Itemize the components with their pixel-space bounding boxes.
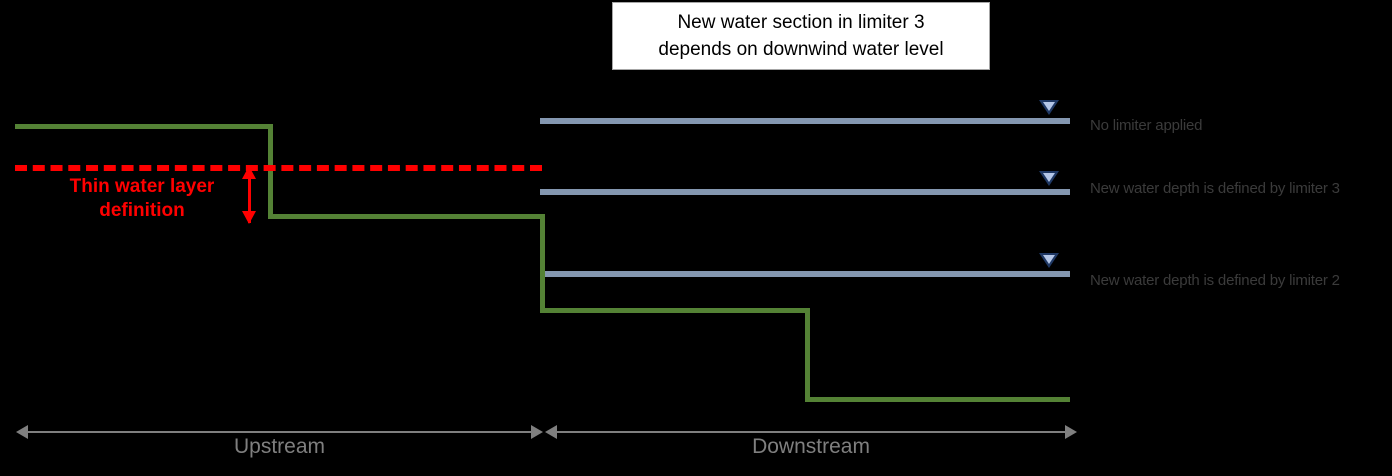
water-level-marker-icon-3 xyxy=(1039,253,1059,268)
water-level-marker-icon-1 xyxy=(1039,100,1059,115)
bed-segment-downstream-low xyxy=(805,397,1070,402)
bed-step-1 xyxy=(268,124,273,219)
thin-water-layer-dashed-line xyxy=(15,165,542,171)
waterline-label-limiter-2: New water depth is defined by limiter 2 xyxy=(1090,272,1340,289)
arrow-head-down-icon xyxy=(242,211,256,224)
axis-arrow-right-icon xyxy=(531,425,543,439)
callout-line-1: New water section in limiter 3 xyxy=(677,12,925,33)
waterline-limiter-2 xyxy=(540,271,1070,277)
arrow-head-up-icon xyxy=(242,166,256,179)
axis-label-upstream: Upstream xyxy=(233,435,326,458)
upstream-extent-axis xyxy=(16,425,543,439)
thin-caption-line-1: Thin water layer xyxy=(69,176,215,197)
axis-label-downstream: Downstream xyxy=(752,435,870,458)
thin-water-layer-caption: Thin water layer definition xyxy=(42,175,242,223)
bed-segment-upstream-lower xyxy=(268,214,545,219)
bed-step-3 xyxy=(805,308,810,402)
callout-line-2: depends on downwind water level xyxy=(658,39,944,60)
axis-arrow-right-icon-2 xyxy=(1065,425,1077,439)
waterline-no-limiter xyxy=(540,118,1070,124)
axis-arrow-left-icon-2 xyxy=(545,425,557,439)
thin-caption-line-2: definition xyxy=(99,200,185,221)
axis-arrow-left-icon xyxy=(16,425,28,439)
callout-textbox: New water section in limiter 3 depends o… xyxy=(612,2,990,70)
waterline-label-limiter-3: New water depth is defined by limiter 3 xyxy=(1090,180,1340,197)
waterline-limiter-3 xyxy=(540,189,1070,195)
bed-step-2 xyxy=(540,214,545,313)
downstream-extent-axis xyxy=(545,425,1077,439)
water-level-marker-icon-2 xyxy=(1039,171,1059,186)
waterline-label-no-limiter: No limiter applied xyxy=(1090,117,1203,134)
bed-segment-upstream-top xyxy=(15,124,273,129)
bed-segment-downstream-mid xyxy=(540,308,810,313)
thin-layer-depth-arrow xyxy=(242,166,256,224)
